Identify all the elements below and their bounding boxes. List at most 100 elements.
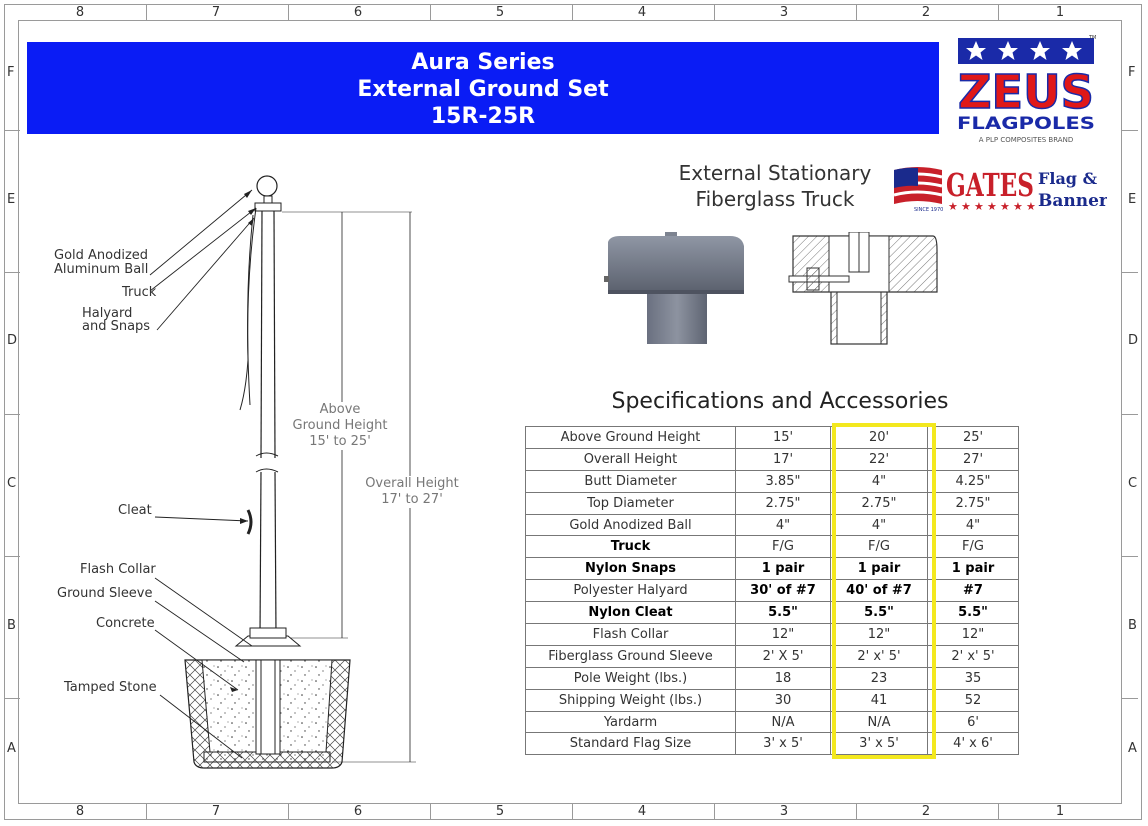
spec-value: 2.75"	[830, 491, 928, 515]
spec-value: 3.85"	[735, 469, 831, 493]
spec-value: 2.75"	[735, 491, 831, 515]
spec-value: 1 pair	[735, 557, 831, 581]
label-ball: Gold Anodized Aluminum Ball	[54, 248, 149, 277]
spec-value: #7	[927, 579, 1019, 603]
zone-col-3-bot: 3	[779, 804, 789, 819]
flagpole-installation-diagram	[149, 175, 416, 769]
spec-label: Gold Anodized Ball	[525, 513, 736, 537]
svg-text:SINCE 1970: SINCE 1970	[914, 207, 943, 213]
zone-col-1-top: 1	[1055, 5, 1065, 20]
spec-value: 17'	[735, 447, 831, 471]
spec-value: 25'	[927, 426, 1019, 449]
spec-value: 30	[735, 688, 831, 712]
specs-title: Specifications and Accessories	[611, 389, 949, 414]
svg-text:★: ★	[1026, 200, 1036, 213]
spec-value: 3' x 5'	[735, 732, 831, 756]
zone-col-3-top: 3	[779, 5, 789, 20]
spec-value: F/G	[927, 535, 1019, 559]
zone-col-6-top: 6	[353, 5, 363, 20]
spec-value: 27'	[927, 447, 1019, 471]
zone-row-F-r: F	[1128, 65, 1136, 80]
label-halyard: Halyard and Snaps	[82, 306, 151, 334]
label-flash-collar: Flash Collar	[80, 562, 156, 577]
zone-row-E-l: E	[7, 192, 16, 207]
zone-row-B-r: B	[1128, 618, 1137, 633]
spec-value: 4"	[927, 513, 1019, 537]
spec-label: Yardarm	[525, 710, 736, 734]
spec-value: 6'	[927, 710, 1019, 734]
label-tamped-stone: Tamped Stone	[64, 680, 157, 695]
svg-text:★: ★	[974, 200, 984, 213]
svg-text:Banner: Banner	[1038, 191, 1107, 211]
label-concrete: Concrete	[96, 616, 155, 631]
drawing-inner-border	[18, 20, 1122, 804]
svg-text:GATES: GATES	[946, 166, 1034, 204]
spec-value: F/G	[735, 535, 831, 559]
zone-row-C-r: C	[1128, 476, 1138, 491]
spec-value: 18	[735, 666, 831, 690]
zone-col-7-bot: 7	[211, 804, 221, 819]
dim-above-ground: Above Ground Height 15' to 25'	[284, 402, 396, 450]
dim-overall-height: Overall Height 17' to 27'	[358, 476, 466, 508]
zone-row-C-l: C	[7, 476, 17, 491]
spec-value: 2.75"	[927, 491, 1019, 515]
drawing-border	[4, 4, 1142, 820]
svg-text:A PLP COMPOSITES BRAND: A PLP COMPOSITES BRAND	[979, 136, 1073, 144]
spec-value: 1 pair	[927, 557, 1019, 581]
spec-value: 4"	[735, 513, 831, 537]
spec-value: 30' of #7	[735, 579, 831, 603]
svg-text:★: ★	[987, 200, 997, 213]
svg-text:TM: TM	[1088, 35, 1096, 41]
zeus-wordmark: ZEUS	[958, 65, 1094, 119]
title-banner: Aura Series External Ground Set 15R-25R	[27, 42, 939, 134]
zone-row-F-l: F	[7, 65, 15, 80]
zone-col-4-top: 4	[637, 5, 647, 20]
spec-label: Overall Height	[525, 447, 736, 471]
spec-value: 15'	[735, 426, 831, 449]
spec-label: Butt Diameter	[525, 469, 736, 493]
zone-col-8-bot: 8	[75, 804, 85, 819]
gates-flag-banner-logo: GATES Flag & Banner SINCE 1970 ★★★ ★★★★	[893, 166, 1107, 213]
highlight-20ft-column	[832, 423, 936, 759]
spec-value: 2' x' 5'	[927, 644, 1019, 668]
spec-value: 12"	[735, 623, 831, 646]
spec-value: N/A	[735, 710, 831, 734]
spec-value: 4.25"	[927, 469, 1019, 493]
zone-col-4-bot: 4	[637, 804, 647, 819]
truck-3d-render	[604, 232, 744, 344]
zone-row-D-r: D	[1128, 333, 1139, 348]
banner-series: Aura Series	[411, 50, 555, 75]
zone-col-5-top: 5	[495, 5, 505, 20]
spec-value: 2' X 5'	[735, 644, 831, 668]
spec-value: 35	[927, 666, 1019, 690]
zone-row-E-r: E	[1128, 192, 1137, 207]
spec-value: 1 pair	[830, 557, 928, 581]
spec-value: 12"	[927, 623, 1019, 646]
zone-row-A-l: A	[7, 741, 16, 756]
zeus-flagpoles-logo: TM ZEUS FLAGPOLES A PLP COMPOSITES BRAND	[957, 35, 1096, 144]
svg-text:★: ★	[1000, 200, 1010, 213]
svg-text:★: ★	[1013, 200, 1023, 213]
spec-label: Polyester Halyard	[525, 579, 736, 603]
spec-label: Flash Collar	[525, 623, 736, 646]
spec-value: 5.5"	[927, 601, 1019, 625]
zone-col-5-bot: 5	[495, 804, 505, 819]
zone-row-A-r: A	[1128, 741, 1137, 756]
zone-col-8-top: 8	[75, 5, 85, 20]
banner-product: External Ground Set	[357, 77, 609, 102]
zone-row-D-l: D	[7, 333, 18, 348]
svg-text:Flag &: Flag &	[1038, 169, 1098, 188]
label-ground-sleeve: Ground Sleeve	[57, 586, 153, 601]
spec-label: Nylon Snaps	[525, 557, 736, 581]
spec-label: Nylon Cleat	[525, 601, 736, 625]
truck-section-title: External Stationary Fiberglass Truck	[678, 161, 872, 211]
spec-value: 22'	[830, 447, 928, 471]
